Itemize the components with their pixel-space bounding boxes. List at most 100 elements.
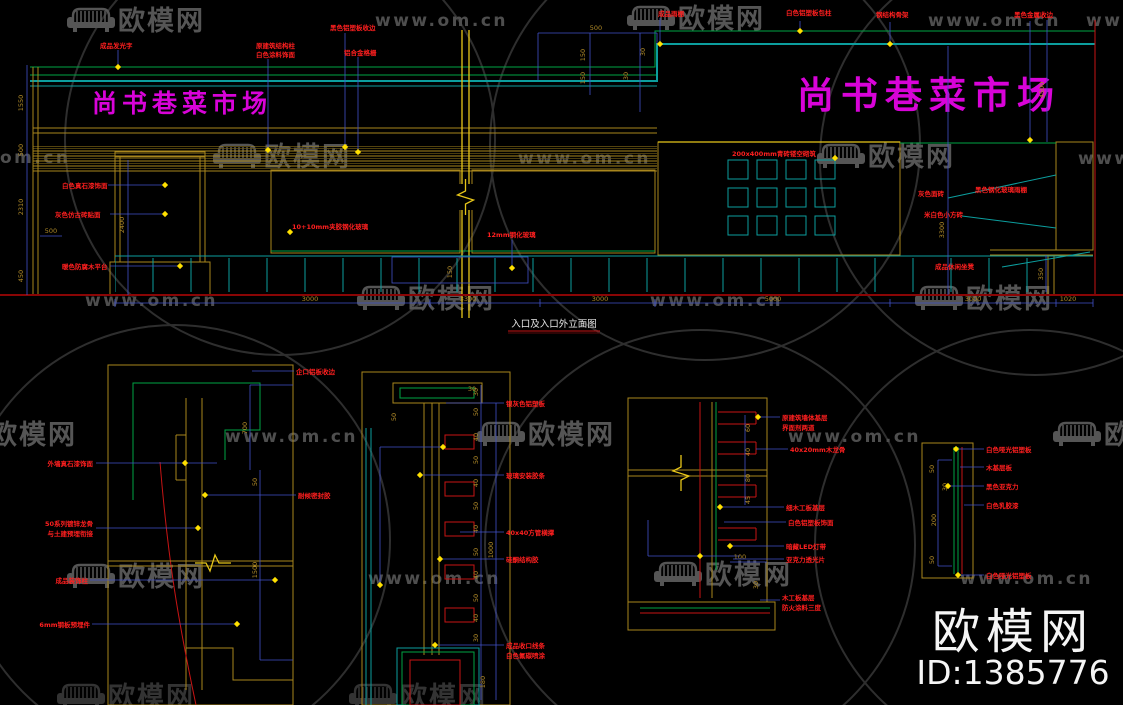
watermark-logo: 欧模网 (67, 562, 203, 593)
callout: 暗藏LED灯带 (786, 542, 826, 551)
svg-text:50: 50 (251, 478, 259, 486)
svg-text:500: 500 (17, 144, 25, 156)
callout: 银灰色铝塑板 (506, 399, 546, 408)
callout: 白色氟碳喷涂 (506, 651, 546, 660)
callout: 40x40方管横撑 (506, 528, 555, 537)
watermark-logo: 欧模网 (817, 142, 955, 173)
callout: 与土建预埋衔接 (48, 529, 94, 538)
watermark-url: www.om.cn (225, 427, 358, 447)
callout: 木基层板 (985, 463, 1013, 472)
callout: 白色乳胶漆 (986, 501, 1019, 510)
callout: 白色真石漆饰面 (62, 181, 108, 190)
svg-text:50: 50 (472, 548, 480, 556)
svg-text:1500: 1500 (251, 562, 259, 579)
watermark-url: www.om.cn (928, 11, 1061, 31)
watermark-logo: 欧模网 (349, 682, 485, 705)
glass-panel-right (471, 169, 656, 254)
svg-text:2310: 2310 (17, 199, 25, 216)
svg-text:40: 40 (472, 571, 480, 579)
svg-text:3000: 3000 (302, 295, 319, 303)
dimension-text: 1550 500 2310 450 500 2400 500 150 150 3… (17, 24, 1076, 303)
svg-text:30: 30 (622, 72, 630, 80)
watermark-brand: 欧模网 (108, 682, 195, 705)
svg-text:45: 45 (744, 496, 752, 504)
svg-text:3000: 3000 (592, 295, 609, 303)
callout: 白色铝塑板饰面 (788, 518, 834, 527)
svg-text:30: 30 (472, 634, 480, 642)
sofa-icon (57, 685, 105, 705)
watermark-url: www.om.cn (1086, 11, 1123, 31)
callout: 黑色金属收边 (1014, 10, 1054, 19)
watermark-brand: 欧模网 (705, 560, 792, 591)
callout: 成品雨棚 (658, 9, 685, 18)
callout: 黑色亚克力 (986, 482, 1019, 491)
plinth (115, 255, 1093, 292)
watermark-logo: 欧模网 (654, 560, 792, 591)
svg-text:1020: 1020 (1060, 295, 1077, 303)
callout: 界面剂两道 (782, 423, 815, 432)
watermark-brand: 欧模网 (868, 142, 955, 173)
sofa-icon (654, 563, 702, 586)
watermark-brand: 欧模网 (528, 420, 615, 451)
svg-text:350: 350 (1037, 268, 1045, 280)
svg-text:100: 100 (734, 553, 746, 561)
callout: 白色涂料饰面 (256, 50, 296, 59)
callout: 白色哑光铝塑板 (986, 571, 1032, 580)
watermark-brand: 欧模网 (678, 4, 765, 35)
louver-band (33, 146, 657, 172)
entrance-elevation: 尚书巷菜市场 尚书巷菜市场 (0, 8, 1123, 334)
svg-text:30: 30 (639, 48, 647, 56)
svg-text:2400: 2400 (118, 217, 126, 234)
bench (391, 256, 529, 284)
svg-text:30: 30 (468, 385, 476, 393)
leader-lines (108, 18, 1091, 272)
svg-text:150: 150 (446, 266, 454, 278)
elevation-callouts: 成品发光字 黑色铝塑板收边 原建筑结构柱 白色涂料饰面 铝合金格栅 成品雨棚 白… (55, 8, 1054, 271)
brick-wall (657, 141, 901, 256)
callout: 10+10mm夹胶钢化玻璃 (292, 222, 369, 231)
glass-panel-left (270, 169, 461, 254)
svg-text:50: 50 (928, 556, 936, 564)
svg-text:40: 40 (744, 448, 752, 456)
callout: 6mm钢板预埋件 (39, 620, 90, 629)
market-sign-right: 尚书巷菜市场 (797, 74, 1061, 117)
svg-text:150: 150 (579, 49, 587, 61)
watermark-url: www.om.cn (960, 569, 1093, 589)
callout: 耐候密封胶 (298, 491, 331, 500)
detail-section-a: 700 50 1500 外墙真石漆饰面 50系列镀锌龙骨 与土建预埋衔接 成品装… (39, 364, 336, 705)
callout: 40x20mm木龙骨 (790, 445, 846, 454)
detail-c-callouts: 原建筑墙体基层 界面剂两道 40x20mm木龙骨 细木工板基层 白色铝塑板饰面 … (781, 413, 846, 612)
watermark-logo: 欧模网 (57, 682, 195, 705)
svg-text:40: 40 (472, 614, 480, 622)
callout: 成品休闲坐凳 (935, 262, 975, 271)
detail-b-chain: 30 50 40 50 40 50 40 50 40 50 40 30 1000… (390, 385, 495, 688)
callout: 白色哑光铝塑板 (986, 445, 1032, 454)
watermark-url: www.om.cn (788, 427, 921, 447)
svg-text:30: 30 (941, 483, 949, 491)
callout: 白色铝塑板包柱 (786, 8, 832, 17)
callout: 防火涂料三度 (782, 603, 822, 612)
callout: 暖色防腐木平台 (62, 262, 108, 271)
svg-text:50: 50 (472, 594, 480, 602)
svg-text:30: 30 (472, 388, 480, 396)
watermark-logo: 欧模网 (1053, 420, 1123, 451)
detail-section-d: 50 30 200 50 白色哑光铝塑板 木基层板 黑色亚克力 白色乳胶漆 白色… (921, 442, 1032, 580)
brick-openings (727, 159, 836, 236)
callout: 200x400mm青砖镂空砌筑 (732, 149, 816, 158)
callout: 成品装饰柱 (56, 576, 89, 585)
svg-text:3000: 3000 (965, 295, 982, 303)
callout: 成品收口线条 (506, 641, 546, 650)
watermark-brand: 欧模网 (0, 420, 77, 451)
sofa-icon (349, 685, 397, 705)
svg-text:80: 80 (744, 474, 752, 482)
watermark-url: www.om.cn (368, 569, 501, 589)
svg-text:50: 50 (472, 502, 480, 510)
svg-text:50: 50 (390, 413, 398, 421)
sofa-icon (1053, 423, 1101, 446)
svg-text:1000: 1000 (487, 542, 495, 559)
svg-text:3300: 3300 (460, 295, 477, 303)
watermark-url: www.om.cn (1078, 149, 1123, 169)
svg-text:500: 500 (45, 227, 57, 235)
svg-text:150: 150 (579, 72, 587, 84)
